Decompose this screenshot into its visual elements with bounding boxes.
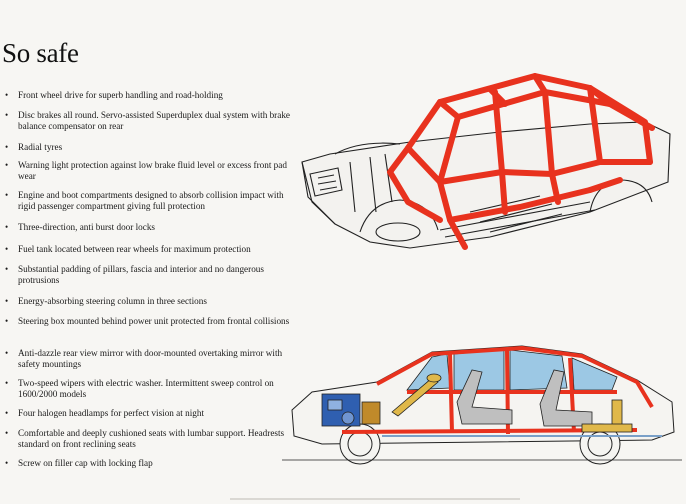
feature-text: Three-direction, anti burst door locks (18, 222, 156, 232)
feature-text: Engine and boot compartments designed to… (18, 190, 284, 211)
feature-text: Front wheel drive for superb handling an… (18, 90, 223, 100)
feature-text: Disc brakes all round. Servo-assisted Su… (18, 110, 290, 131)
bullet-icon: • (5, 264, 9, 274)
feature-text: Fuel tank located between rear wheels fo… (18, 244, 251, 254)
feature-item: • Engine and boot compartments designed t… (5, 190, 300, 211)
steering-column (391, 373, 442, 417)
page-edge-shadow (230, 498, 520, 500)
bullet-icon: • (5, 110, 9, 120)
engine-block (321, 393, 381, 427)
bullet-icon: • (5, 222, 9, 232)
feature-text: Energy-absorbing steering column in thre… (18, 296, 207, 306)
feature-item: • Screw on filler cap with locking flap (5, 458, 300, 469)
feature-item: • Warning light protection against low br… (5, 160, 300, 181)
feature-item: • Disc brakes all round. Servo-assisted S… (5, 110, 300, 131)
feature-item: • Four halogen headlamps for perfect visi… (5, 408, 300, 419)
feature-text: Substantial padding of pillars, fascia a… (18, 264, 264, 285)
bullet-icon: • (5, 348, 9, 358)
bullet-icon: • (5, 90, 9, 100)
feature-text: Four halogen headlamps for perfect visio… (18, 408, 204, 418)
feature-item: • Two-speed wipers with electric washer. … (5, 378, 300, 399)
bullet-icon: • (5, 160, 9, 170)
bullet-icon: • (5, 190, 9, 200)
safety-cage (387, 73, 655, 250)
bullet-icon: • (5, 296, 9, 306)
feature-item: • Steering box mounted behind power unit … (5, 316, 300, 327)
feature-item: • Three-direction, anti burst door locks (5, 222, 300, 233)
bullet-icon: • (5, 316, 9, 326)
feature-item: • Energy-absorbing steering column in thr… (5, 296, 300, 307)
car-body-shell-illustration (301, 73, 671, 250)
seats (456, 369, 593, 427)
feature-text: Comfortable and deeply cushioned seats w… (18, 428, 285, 449)
feature-item: • Substantial padding of pillars, fascia … (5, 264, 300, 285)
feature-text: Radial tyres (18, 142, 63, 152)
feature-item: • Fuel tank located between rear wheels f… (5, 244, 300, 255)
feature-text: Screw on filler cap with locking flap (18, 458, 153, 468)
car-cutaway-illustration (282, 345, 682, 465)
feature-item: • Comfortable and deeply cushioned seats … (5, 428, 300, 449)
bullet-icon: • (5, 408, 9, 418)
bullet-icon: • (5, 428, 9, 438)
feature-text: Steering box mounted behind power unit p… (18, 316, 290, 326)
rear-suspension (581, 399, 633, 433)
feature-text: Anti-dazzle rear view mirror with door-m… (18, 348, 283, 369)
feature-item: • Radial tyres (5, 142, 300, 153)
feature-text: Warning light protection against low bra… (18, 160, 287, 181)
bullet-icon: • (5, 458, 9, 468)
feature-text: Two-speed wipers with electric washer. I… (18, 378, 274, 399)
page-title: So safe (2, 38, 79, 68)
feature-item: • Front wheel drive for superb handling a… (5, 90, 300, 101)
bullet-icon: • (5, 142, 9, 152)
bullet-icon: • (5, 378, 9, 388)
feature-item: • Anti-dazzle rear view mirror with door-… (5, 348, 300, 369)
body-shell-outline (301, 121, 671, 249)
bullet-icon: • (5, 244, 9, 254)
